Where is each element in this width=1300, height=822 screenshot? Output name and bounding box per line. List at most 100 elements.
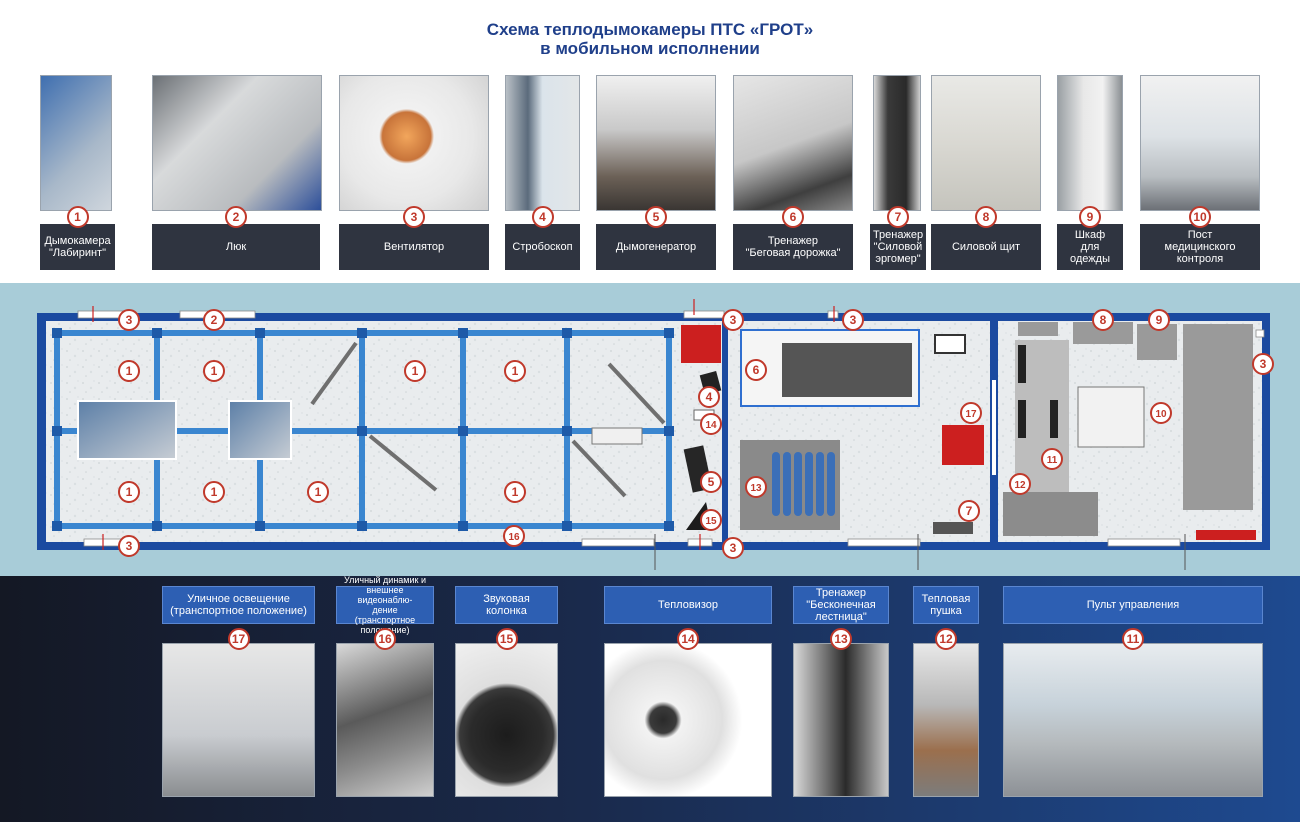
plan-marker-1 xyxy=(203,481,225,503)
plan-photo-labyrinth-1 xyxy=(77,400,177,460)
ergometer-device xyxy=(933,522,973,534)
wall-opening xyxy=(683,310,725,319)
stair-trainer-step xyxy=(772,452,780,516)
labyrinth-node xyxy=(52,426,62,436)
equipment-label-1: Дымокамера "Лабиринт" xyxy=(40,224,115,270)
plan-marker-1 xyxy=(504,360,526,382)
equipment-photo-16 xyxy=(336,643,434,797)
plan-marker-label: 3 xyxy=(850,313,857,327)
plan-marker-3 xyxy=(842,309,864,331)
labyrinth-node xyxy=(255,521,265,531)
equipment-photo-14 xyxy=(604,643,772,797)
number-badge-7: 7 xyxy=(887,206,909,228)
equipment-photo-2 xyxy=(152,75,322,211)
medical-table xyxy=(1077,386,1145,448)
medical-couch xyxy=(1183,324,1253,510)
plan-marker-17 xyxy=(960,402,982,424)
heat-gun-unit xyxy=(1196,530,1256,540)
plan-marker-label: 3 xyxy=(126,539,133,553)
plan-marker-5 xyxy=(700,471,722,493)
number-badge-13: 13 xyxy=(830,628,852,650)
plan-marker-label: 14 xyxy=(705,420,717,431)
equipment-label-10: Пост медицинского контроля xyxy=(1140,224,1260,270)
plan-marker-10 xyxy=(1150,402,1172,424)
wall-opening xyxy=(581,538,655,547)
plan-marker-1 xyxy=(118,360,140,382)
equipment-label-12: Тепловая пушка xyxy=(913,586,979,624)
equipment-label-11: Пульт управления xyxy=(1003,586,1263,624)
stair-trainer-step xyxy=(805,452,813,516)
monitor xyxy=(1018,400,1026,438)
labyrinth-node xyxy=(664,328,674,338)
plan-marker-4 xyxy=(698,386,720,408)
equipment-photo-4 xyxy=(505,75,580,211)
number-badge-12: 12 xyxy=(935,628,957,650)
labyrinth-node xyxy=(458,521,468,531)
number-badge-4: 4 xyxy=(531,206,554,228)
number-badge-3: 3 xyxy=(403,206,425,228)
plan-marker-7 xyxy=(958,500,980,522)
plan-marker-2 xyxy=(203,309,225,331)
plan-marker-label: 3 xyxy=(730,313,737,327)
labyrinth-node xyxy=(357,521,367,531)
equipment-label-2: Люк xyxy=(152,224,320,270)
plan-marker-1 xyxy=(307,481,329,503)
labyrinth-node xyxy=(664,521,674,531)
equipment-photo-13 xyxy=(793,643,889,797)
title-line-1: Схема теплодымокамеры ПТС «ГРОТ» xyxy=(486,20,814,39)
plan-marker-label: 7 xyxy=(966,504,973,518)
equipment-label-15: Звуковая колонка xyxy=(455,586,558,624)
monitor xyxy=(1018,345,1026,383)
wall-opening xyxy=(1255,329,1265,338)
number-badge-6: 6 xyxy=(782,206,804,228)
equipment-label-14: Тепловизор xyxy=(604,586,772,624)
number-badge-14: 14 xyxy=(677,628,699,650)
plan-marker-label: 13 xyxy=(750,483,762,494)
partition-diagonal xyxy=(310,341,358,406)
labyrinth-node xyxy=(152,328,162,338)
plan-marker-label: 16 xyxy=(508,532,520,543)
equipment-label-4: Стробоскоп xyxy=(505,224,580,270)
plan-marker-1 xyxy=(203,360,225,382)
number-badge-8: 8 xyxy=(975,206,997,228)
equipment-label-16: Уличный динамик и внешнее видеонаблю- де… xyxy=(336,575,434,635)
equipment-photo-8 xyxy=(931,75,1041,211)
plan-marker-label: 1 xyxy=(126,485,133,499)
console-desk-horizontal xyxy=(1003,492,1098,536)
plan-marker-11 xyxy=(1041,448,1063,470)
partition-diagonal xyxy=(607,362,666,425)
plan-marker-16 xyxy=(503,525,525,547)
labyrinth-node xyxy=(357,328,367,338)
number-badge-1: 1 xyxy=(66,206,89,228)
labyrinth-node xyxy=(255,328,265,338)
stair-trainer-step xyxy=(794,452,802,516)
equipment-label-9: Шкаф для одежды xyxy=(1057,224,1123,270)
plan-photo-labyrinth-2 xyxy=(228,400,292,460)
labyrinth-node xyxy=(664,426,674,436)
plan-marker-label: 2 xyxy=(211,313,218,327)
labyrinth-node xyxy=(562,521,572,531)
plan-marker-15 xyxy=(700,509,722,531)
equipment-photo-5 xyxy=(596,75,716,211)
title-line-2: в мобильном исполнении xyxy=(540,39,760,58)
plan-marker-6 xyxy=(745,359,767,381)
wall-opening xyxy=(1107,538,1181,547)
plan-marker-14 xyxy=(700,413,722,435)
plan-marker-label: 15 xyxy=(705,516,717,527)
number-badge-9: 9 xyxy=(1079,206,1101,228)
equipment-label-6: Тренажер "Беговая дорожка" xyxy=(733,224,853,270)
plan-marker-label: 8 xyxy=(1100,313,1107,327)
labyrinth-node xyxy=(458,328,468,338)
plan-marker-1 xyxy=(504,481,526,503)
equipment-label-8: Силовой щит xyxy=(931,224,1041,270)
labyrinth-node xyxy=(52,328,62,338)
plan-marker-1 xyxy=(118,481,140,503)
plan-marker-3 xyxy=(1252,353,1274,375)
equipment-photo-9 xyxy=(1057,75,1123,211)
equipment-label-17: Уличное освещение (транспортное положени… xyxy=(162,586,315,624)
plan-marker-3 xyxy=(118,535,140,557)
power-panel xyxy=(1073,322,1133,344)
number-badge-11: 11 xyxy=(1122,628,1144,650)
